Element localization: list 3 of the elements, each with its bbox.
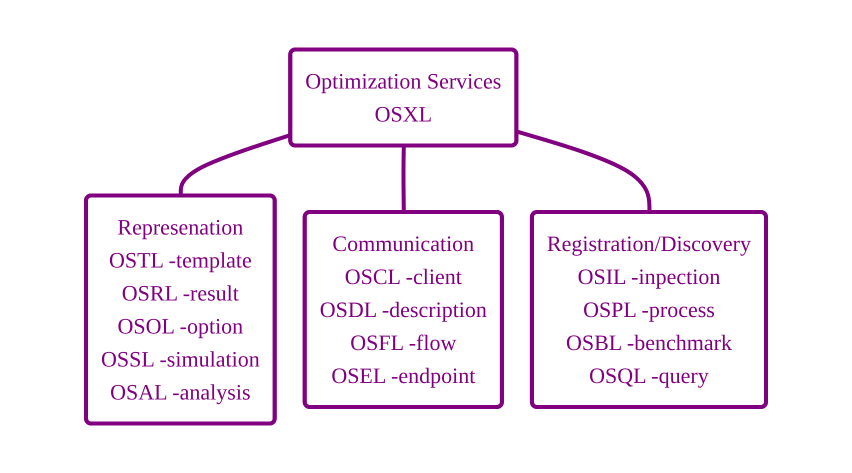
connector [401,146,406,213]
connector [516,130,652,213]
connector [178,133,292,196]
